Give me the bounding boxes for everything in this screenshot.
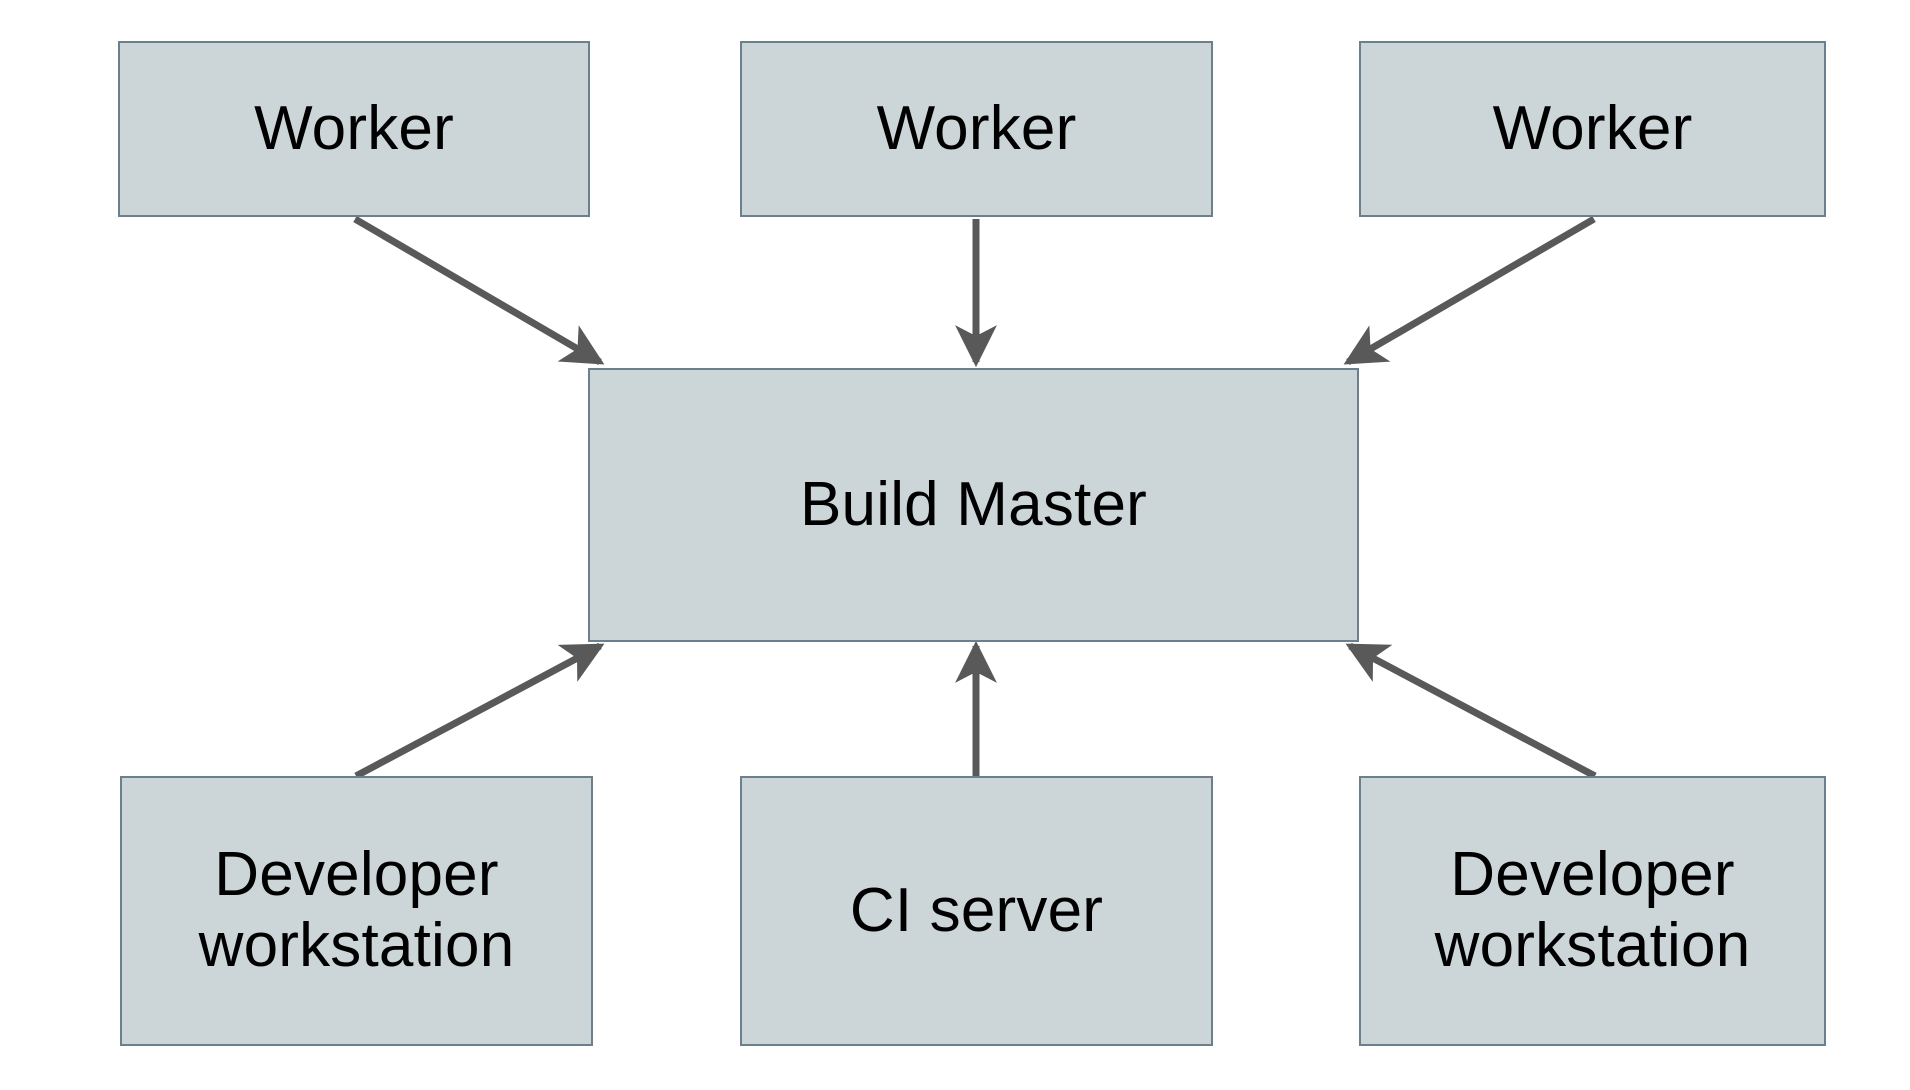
arrow-dev-right-to-build-master [1345, 642, 1597, 780]
node-worker-middle-label: Worker [876, 94, 1077, 164]
node-developer-workstation-right-label: Developer workstation [1434, 840, 1751, 980]
node-developer-workstation-right[interactable]: Developer workstation [1359, 776, 1826, 1046]
node-worker-right[interactable]: Worker [1359, 41, 1826, 217]
node-worker-middle[interactable]: Worker [740, 41, 1213, 217]
node-ci-server-label: CI server [849, 876, 1104, 946]
arrow-worker-right-to-build-master [1343, 215, 1596, 366]
node-worker-left-label: Worker [254, 94, 454, 164]
node-developer-workstation-left-label: Developer workstation [198, 840, 515, 980]
node-developer-workstation-left[interactable]: Developer workstation [120, 776, 593, 1046]
node-build-master[interactable]: Build Master [588, 368, 1359, 642]
node-worker-left[interactable]: Worker [118, 41, 590, 217]
arrow-dev-left-to-build-master [354, 642, 605, 780]
node-build-master-label: Build Master [800, 470, 1147, 540]
node-ci-server[interactable]: CI server [740, 776, 1213, 1046]
node-worker-right-label: Worker [1492, 94, 1693, 164]
arrow-worker-left-to-build-master [353, 215, 605, 366]
